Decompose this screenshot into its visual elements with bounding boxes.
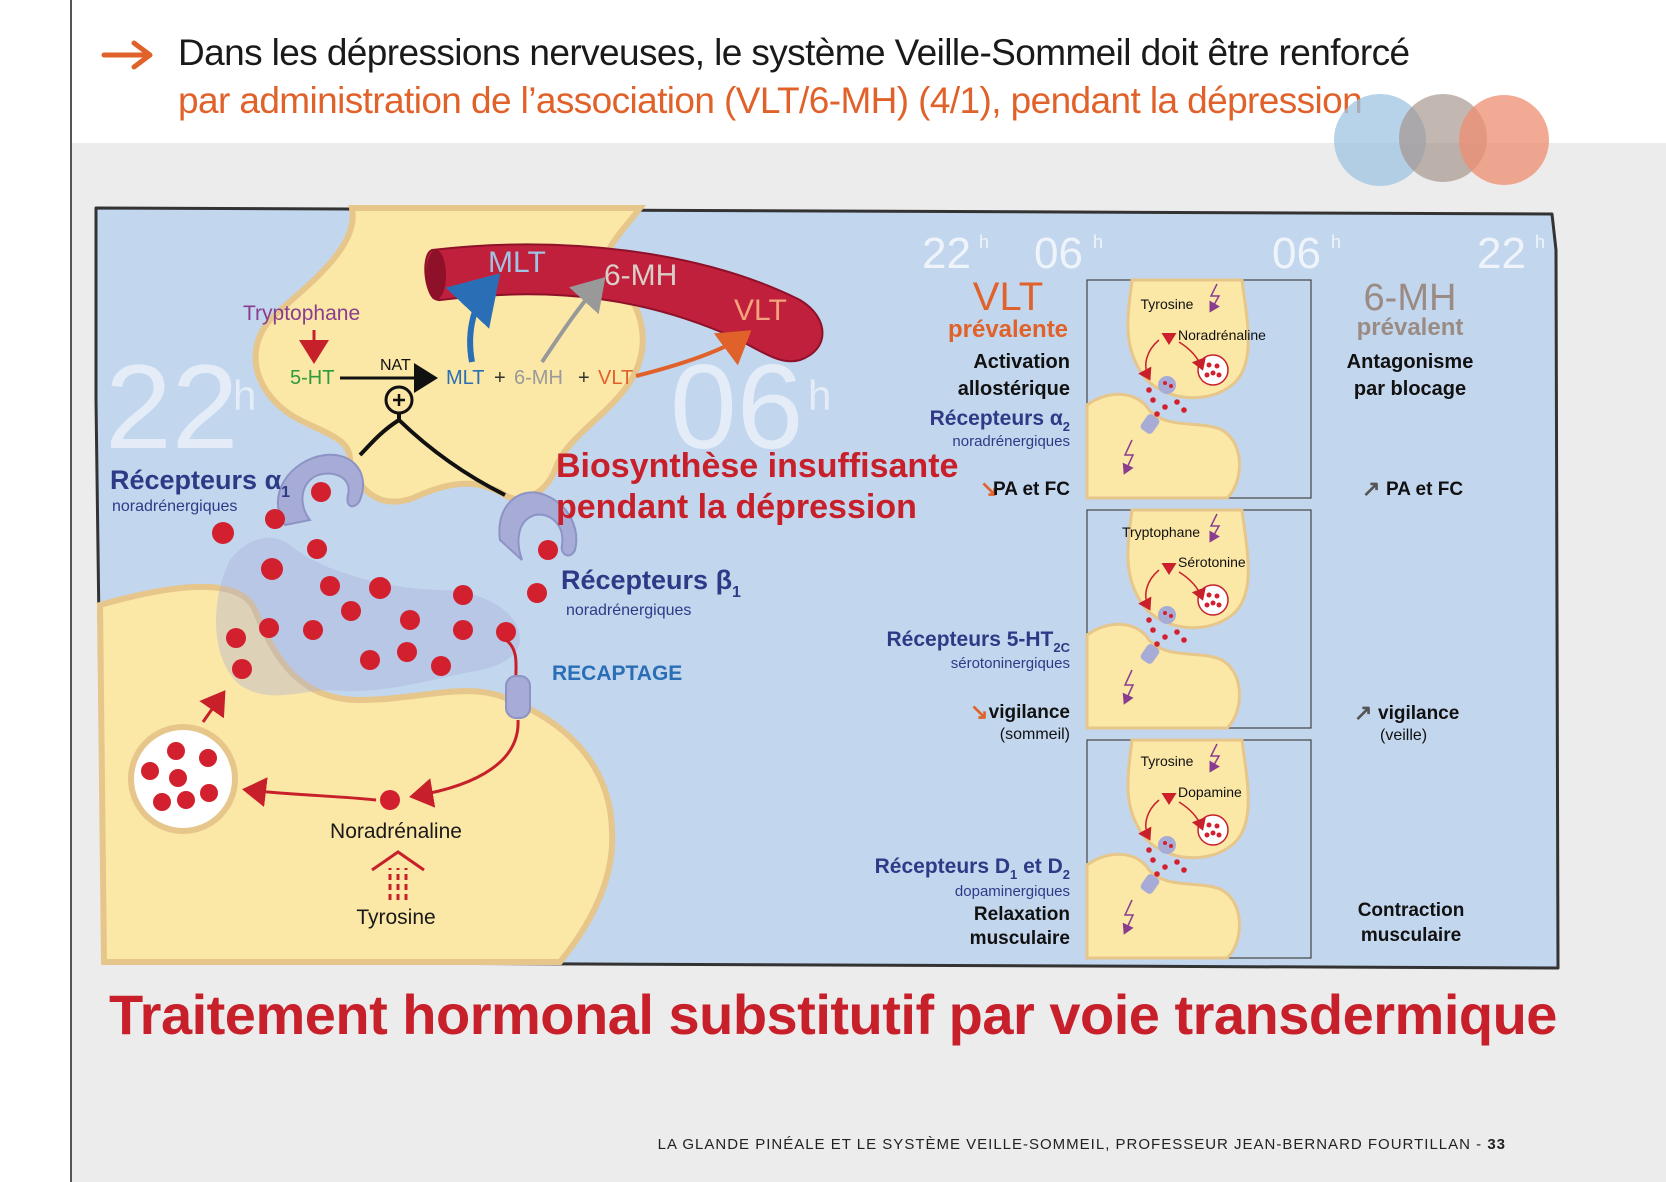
arrow-vlt-to-vessel	[635, 330, 752, 378]
6mh-action-1: Antagonisme	[1347, 351, 1474, 373]
mini3-precursor: Tyrosine	[1141, 753, 1194, 769]
row2-receptor-small: sérotoninergiques	[951, 655, 1070, 672]
vessel-label-vlt: VLT	[734, 294, 787, 327]
row2-mh-arrow-icon: ↗	[1354, 700, 1372, 725]
label-biosynthese-2: pendant la dépression	[556, 488, 917, 526]
eq-6mh: 6-MH	[514, 367, 563, 389]
mini1-product: Noradrénaline	[1178, 327, 1266, 343]
time-sup-r2: h	[1093, 232, 1103, 252]
row1-receptor: Récepteurs α2	[930, 407, 1070, 434]
time-sup-r4: h	[1535, 232, 1545, 252]
footer-text: LA GLANDE PINÉALE ET LE SYSTÈME VEILLE-S…	[657, 1136, 1483, 1153]
eq-plus-2: +	[578, 367, 590, 389]
label-tyrosine: Tyrosine	[356, 906, 435, 929]
synaptic-cleft	[216, 537, 521, 696]
noradrenaline-dot-cell	[380, 790, 400, 810]
circle-blue	[1334, 94, 1426, 186]
eq-plus-1: +	[494, 367, 506, 389]
time-06-r3: 06	[1272, 229, 1321, 278]
vlt-action-1: Activation	[973, 351, 1070, 373]
bottom-title: Traitement hormonal substitutif par voie…	[109, 983, 1557, 1046]
row2-vlt-effect-small: (sommeil)	[1000, 726, 1070, 743]
row2-vlt-arrow-icon: ↘	[970, 699, 988, 724]
6mh-title: 6-MH	[1364, 277, 1457, 319]
vessel-opening	[426, 250, 446, 300]
tyrosine-dashed-arrow	[388, 868, 408, 900]
label-alpha1-noradrenergic: noradrénergiques	[112, 498, 237, 515]
row2-mh-effect-small: (veille)	[1380, 727, 1427, 744]
time-22-r1: 22	[922, 229, 971, 278]
row3-receptor: Récepteurs D1 et D2	[875, 855, 1070, 882]
label-noradrenaline: Noradrénaline	[330, 820, 462, 843]
footer: LA GLANDE PINÉALE ET LE SYSTÈME VEILLE-S…	[658, 1136, 1506, 1153]
time-22-left-sup: h	[233, 372, 256, 419]
vessel-label-mlt: MLT	[488, 246, 546, 279]
mini2-precursor: Tryptophane	[1122, 524, 1200, 540]
time-sup-r1: h	[979, 232, 989, 252]
arrow-mlt-to-vessel	[445, 273, 501, 363]
vlt-title: VLT	[973, 275, 1043, 319]
vessel-label-6mh: 6-MH	[604, 259, 677, 292]
row1-mh-effect: PA et FC	[1386, 479, 1463, 500]
vlt-subtitle: prévalente	[948, 316, 1068, 343]
label-receptors-beta1: Récepteurs β1	[561, 565, 741, 601]
row3-mh-effect-1: Contraction	[1358, 900, 1465, 921]
label-beta1-noradrenergic: noradrénergiques	[566, 602, 691, 619]
label-biosynthese-1: Biosynthèse insuffisante	[556, 447, 958, 485]
time-22-left: 22	[105, 340, 238, 474]
header-arrow-icon	[101, 40, 153, 70]
mini1-precursor: Tyrosine	[1141, 296, 1194, 312]
page-number: 33	[1487, 1136, 1506, 1153]
label-tryptophane: Tryptophane	[243, 302, 360, 325]
row2-vlt-effect: vigilance	[989, 702, 1070, 723]
reuptake-transporter	[505, 675, 531, 719]
row1-receptor-small: noradrénergiques	[952, 433, 1070, 450]
vlt-action-2: allostérique	[958, 378, 1070, 400]
arrow-reuptake-to-noradrenaline	[409, 719, 520, 808]
row1-vlt-arrow-icon: ↘	[980, 476, 998, 501]
row3-vlt-effect-1: Relaxation	[974, 904, 1070, 925]
header-line-2: par administration de l’association (VLT…	[178, 80, 1363, 121]
left-margin-rule	[70, 0, 72, 1182]
receptor-alpha1	[276, 453, 365, 527]
label-receptors-alpha1: Récepteurs α1	[110, 465, 290, 501]
noradrenaline-dots	[212, 482, 558, 679]
vesicle-dots	[141, 742, 218, 811]
mini-panel-dopamine: Tyrosine Dopamine	[1087, 740, 1311, 958]
header-line-1: Dans les dépressions nerveuses, le systè…	[178, 32, 1410, 73]
time-06-r2: 06	[1034, 229, 1083, 278]
tyrosine-arrow-head	[371, 850, 425, 872]
mini2-product: Sérotonine	[1178, 554, 1246, 570]
row3-receptor-small: dopaminergiques	[955, 883, 1070, 900]
row2-mh-effect: vigilance	[1378, 703, 1459, 724]
row1-vlt-effect: PA et FC	[993, 479, 1070, 500]
line-to-alpha1	[358, 413, 401, 457]
row2-receptor: Récepteurs 5-HT2C	[886, 628, 1070, 655]
eq-vlt: VLT	[598, 367, 633, 389]
arrow-6mh-to-vessel	[540, 277, 606, 364]
label-nat: NAT	[380, 357, 411, 374]
row3-mh-effect-2: musculaire	[1361, 925, 1461, 946]
arrow-noradrenaline-to-vesicle	[242, 777, 377, 808]
decorative-circles	[1334, 94, 1549, 186]
label-recaptage: RECAPTAGE	[552, 662, 682, 685]
time-22-r4: 22	[1477, 229, 1526, 278]
label-5ht: 5-HT	[290, 367, 334, 389]
time-06-left-sup: h	[808, 372, 831, 419]
circle-orange	[1459, 95, 1549, 185]
mini-panel-noradrenaline: Tyrosine Noradrénaline	[1087, 280, 1311, 498]
mini-panel-serotonin: Tryptophane Sérotonine	[1087, 510, 1311, 728]
arrow-vesicle-release	[199, 690, 226, 723]
receptor-beta1	[498, 491, 578, 561]
time-sup-r3: h	[1331, 232, 1341, 252]
row1-mh-arrow-icon: ↗	[1362, 476, 1380, 501]
6mh-action-2: par blocage	[1354, 378, 1466, 400]
6mh-subtitle: prévalent	[1357, 314, 1464, 341]
mini3-product: Dopamine	[1178, 784, 1242, 800]
postsynaptic-neuron	[96, 583, 616, 965]
line-to-beta1	[397, 418, 506, 497]
row3-vlt-effect-2: musculaire	[970, 928, 1070, 949]
synapse-diagram: 22 h 06 h MLT 6-MH VLT Tryptophane 5-HT …	[94, 205, 1560, 970]
eq-mlt: MLT	[446, 367, 485, 389]
